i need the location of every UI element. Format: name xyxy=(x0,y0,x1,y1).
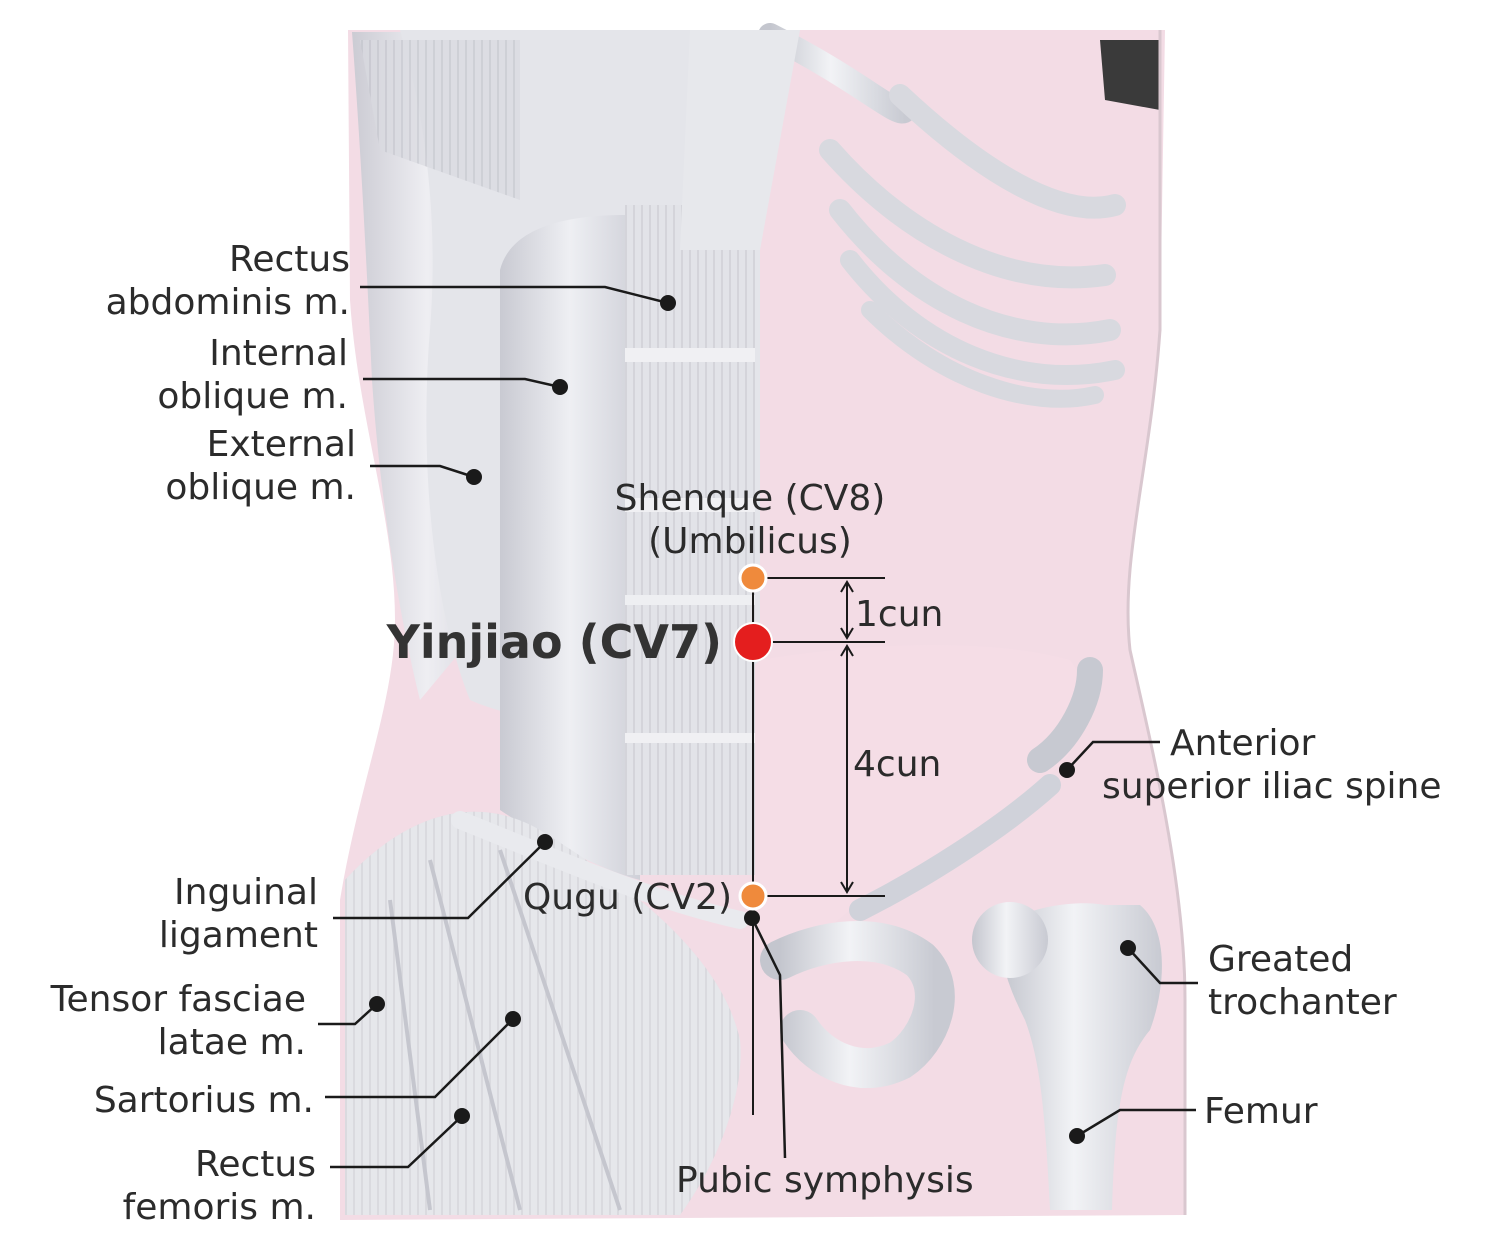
label-external-oblique: External oblique m. xyxy=(165,424,356,508)
label-rectus-femoris: Rectus femoris m. xyxy=(122,1144,316,1228)
rectus-abdominis-shape xyxy=(625,205,755,875)
leader-lines xyxy=(318,285,1198,1169)
dot-rectus-abdominis xyxy=(660,295,676,311)
dot-internal-oblique xyxy=(552,379,568,395)
label-femur: Femur xyxy=(1204,1091,1318,1132)
label-tensor-fasciae: Tensor fasciae latae m. xyxy=(50,979,306,1063)
dot-pubic-symphysis xyxy=(744,910,760,926)
femur-shape xyxy=(1001,903,1162,1210)
pelvis-shape xyxy=(760,645,1085,950)
dot-external-oblique xyxy=(466,469,482,485)
measurement-lines xyxy=(752,577,885,1115)
ilium-edge xyxy=(849,774,1061,921)
yinjiao-point-marker xyxy=(733,622,773,662)
label-inguinal-ligament: Inguinal ligament xyxy=(158,872,318,956)
shenque-label: Shenque (CV8) (Umbilicus) xyxy=(614,478,886,562)
label-sartorius: Sartorius m. xyxy=(93,1080,314,1121)
measurement-1cun: 1cun xyxy=(855,594,944,635)
label-greater-trochanter: Greated trochanter xyxy=(1208,939,1397,1023)
dot-sartorius xyxy=(505,1011,521,1027)
yinjiao-label: Yinjiao (CV7) xyxy=(386,615,722,669)
qugu-point-marker xyxy=(738,881,768,911)
label-pubic-symphysis: Pubic symphysis xyxy=(676,1160,974,1201)
pubic-ramus xyxy=(760,921,955,1088)
label-asis: Anterior superior iliac spine xyxy=(1102,723,1442,807)
dot-femur xyxy=(1069,1128,1085,1144)
dot-inguinal-ligament xyxy=(537,834,553,850)
dot-asis xyxy=(1059,762,1075,778)
dot-rectus-femoris xyxy=(454,1108,470,1124)
qugu-label: Qugu (CV2) xyxy=(522,877,732,918)
dot-tensor-fasciae xyxy=(369,996,385,1012)
label-internal-oblique: Internal oblique m. xyxy=(157,333,348,417)
label-rectus-abdominis: Rectus abdominis m. xyxy=(105,239,350,323)
rib-cage xyxy=(758,23,1160,408)
shenque-point-marker xyxy=(738,563,768,593)
dot-greater-trochanter xyxy=(1120,940,1136,956)
leader-dots xyxy=(369,295,1136,1144)
measurement-4cun: 4cun xyxy=(853,744,942,785)
